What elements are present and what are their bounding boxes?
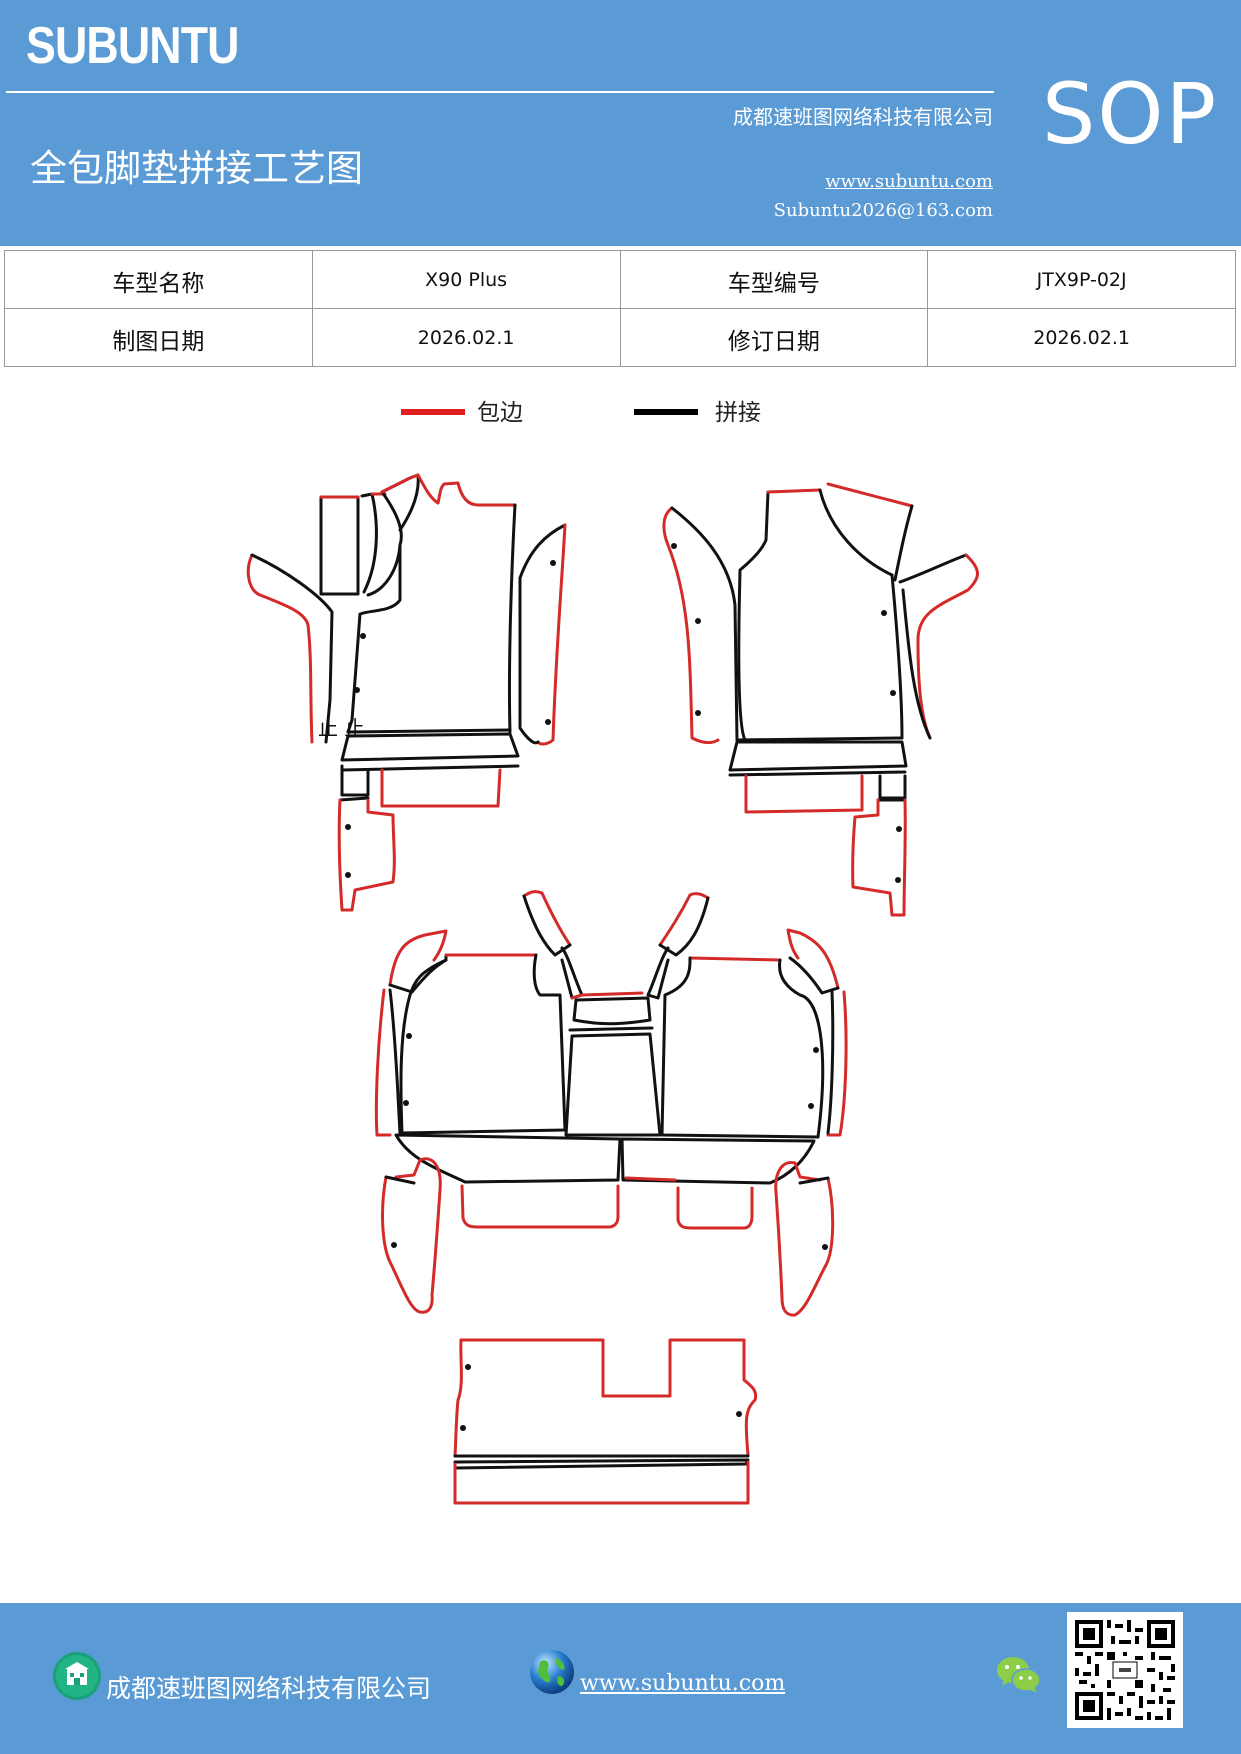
- header-company-name: 成都速班图网络科技有限公司: [733, 105, 993, 129]
- legend: 包边 拼接: [0, 398, 1241, 438]
- revision-date-label: 修订日期: [619, 308, 929, 367]
- drawing-date-label: 制图日期: [4, 308, 313, 367]
- legend-edge-label: 包边: [477, 400, 523, 426]
- table-row: 车型名称 X90 Plus 车型编号 JTX9P-02J: [4, 250, 1236, 309]
- legend-edge-swatch: [401, 409, 465, 415]
- header-website-link[interactable]: www.subuntu.com: [825, 171, 993, 192]
- qr-code: [1067, 1612, 1183, 1728]
- header-email[interactable]: Subuntu2026@163.com: [773, 200, 993, 221]
- second-row-mat: [374, 890, 848, 1317]
- sop-badge: SOP: [1042, 65, 1219, 163]
- model-name-value: X90 Plus: [311, 250, 621, 309]
- vehicle-info-table: 车型名称 X90 Plus 车型编号 JTX9P-02J 制图日期 2026.0…: [4, 250, 1236, 367]
- brand-logo: SUBUNTU: [26, 17, 239, 75]
- front-right-mat: [662, 482, 979, 917]
- floor-mat-diagram: 止 止: [246, 473, 979, 1505]
- wechat-icon[interactable]: [996, 1655, 1042, 1695]
- diagram-annotation: 止 止: [318, 716, 364, 740]
- header-banner: SUBUNTU SOP 成都速班图网络科技有限公司 全包脚垫拼接工艺图 www.…: [0, 0, 1241, 246]
- model-name-label: 车型名称: [4, 250, 313, 309]
- legend-seam-swatch: [634, 409, 698, 415]
- footer-company-name: 成都速班图网络科技有限公司: [106, 1674, 432, 1703]
- model-code-value: JTX9P-02J: [927, 250, 1236, 309]
- footer-banner: 成都速班图网络科技有限公司 www.subuntu.com: [0, 1603, 1241, 1754]
- footer-website-link[interactable]: www.subuntu.com: [580, 1671, 786, 1696]
- legend-seam-label: 拼接: [715, 400, 761, 426]
- drawing-date-value: 2026.02.1: [311, 308, 621, 367]
- model-code-label: 车型编号: [619, 250, 929, 309]
- header-divider: [6, 91, 994, 93]
- front-left-mat: 止 止: [246, 473, 567, 912]
- globe-icon: [530, 1650, 574, 1694]
- table-row: 制图日期 2026.02.1 修订日期 2026.02.1: [4, 308, 1236, 367]
- building-icon: [53, 1652, 101, 1700]
- rear-trunk-mat: [453, 1338, 758, 1505]
- page-title: 全包脚垫拼接工艺图: [30, 147, 363, 190]
- revision-date-value: 2026.02.1: [927, 308, 1236, 367]
